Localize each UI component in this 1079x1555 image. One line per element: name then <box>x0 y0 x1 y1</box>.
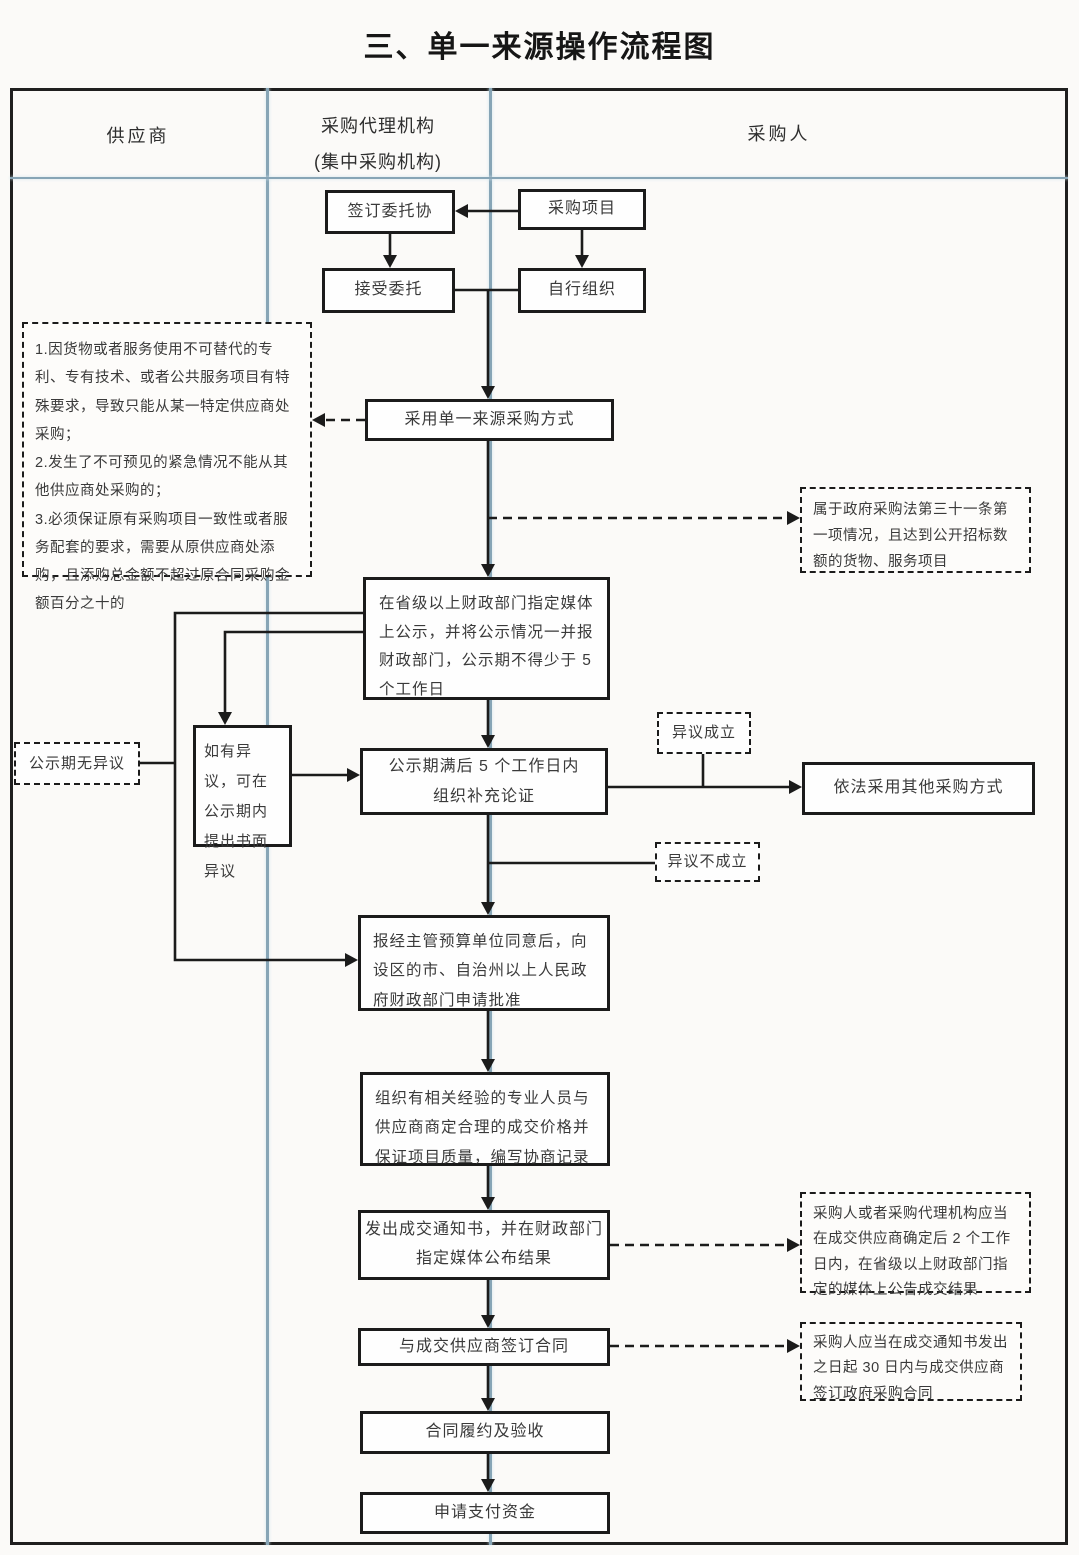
node-perform-acceptance: 合同履约及验收 <box>360 1411 610 1454</box>
node-other-method-label: 依法采用其他采购方式 <box>833 779 1004 797</box>
node-objection-valid: 异议成立 <box>657 712 751 754</box>
reason-item-2: 2.发生了不可预见的紧急情况不能从其他供应商处采购的； <box>35 455 289 500</box>
node-adopt-single-source-label: 采用单一来源采购方式 <box>404 410 575 428</box>
node-other-method: 依法采用其他采购方式 <box>802 762 1035 815</box>
node-adopt-single-source: 采用单一来源采购方式 <box>365 399 614 441</box>
lane-header-agency-line1: 采购代理机构 <box>321 116 435 136</box>
node-objection-invalid-label: 异议不成立 <box>667 853 748 871</box>
notice-line2: 指定媒体公布结果 <box>415 1250 552 1267</box>
lane-header-agency-line2: (集中采购机构) <box>314 152 442 172</box>
node-sign-contract: 与成交供应商签订合同 <box>358 1328 610 1366</box>
hearing-line2: 组织补充论证 <box>432 787 535 805</box>
note-single-source-reasons: 1.因货物或者服务使用不可替代的专利、专有技术、或者公共服务项目有特殊要求，导致… <box>22 322 312 612</box>
node-perform-acceptance-label: 合同履约及验收 <box>425 1423 545 1441</box>
node-payment-request-label: 申请支付资金 <box>433 1503 536 1521</box>
note-announce-result: 采购人或者采购代理机构应当在成交供应商确定后 2 个工作日内，在省级以上财政部门… <box>800 1192 1031 1298</box>
node-no-objection-label: 公示期无异议 <box>28 754 125 772</box>
lane-divider-right <box>489 88 492 1545</box>
node-accept-entrust-label: 接受委托 <box>354 281 423 299</box>
node-supplementary-hearing-label: 公示期满后 5 个工作日内 组织补充论证 <box>389 752 580 811</box>
node-no-objection: 公示期无异议 <box>14 742 140 785</box>
node-self-organize-label: 自行组织 <box>547 281 616 299</box>
node-sign-agreement: 签订委托协 <box>325 190 455 234</box>
lane-header-separator <box>10 177 1068 179</box>
lane-header-supplier: 供应商 <box>106 126 170 146</box>
node-supplementary-hearing: 公示期满后 5 个工作日内 组织补充论证 <box>360 748 608 815</box>
hearing-line1: 公示期满后 5 个工作日内 <box>388 757 580 775</box>
lane-header-purchaser: 采购人 <box>747 124 811 144</box>
node-award-notice: 发出成交通知书，并在财政部门 指定媒体公布结果 <box>358 1210 610 1280</box>
node-approval: 报经主管预算单位同意后，向设区的市、自治州以上人民政府财政部门申请批准 <box>358 915 610 1011</box>
reason-item-3: 3.必须保证原有采购项目一致性或者服务配套的要求，需要从原供应商处添购，且添购总… <box>35 511 290 613</box>
node-procurement-project: 采购项目 <box>518 189 646 230</box>
node-self-organize: 自行组织 <box>518 268 646 313</box>
lane-header-agency: 采购代理机构 (集中采购机构) <box>267 108 489 180</box>
notice-line1: 发出成交通知书，并在财政部门 <box>364 1221 603 1239</box>
node-award-notice-label: 发出成交通知书，并在财政部门 指定媒体公布结果 <box>365 1216 603 1274</box>
node-negotiate: 组织有相关经验的专业人员与供应商商定合理的成交价格并保证项目质量，编写协商记录 <box>360 1072 610 1166</box>
flowchart-frame <box>10 88 1068 1545</box>
node-objection-valid-label: 异议成立 <box>671 724 736 742</box>
node-publicity: 在省级以上财政部门指定媒体上公示，并将公示情况一并报财政部门，公示期不得少于 5… <box>363 577 610 700</box>
node-sign-contract-label: 与成交供应商签订合同 <box>398 1337 569 1355</box>
page-title: 三、单一来源操作流程图 <box>363 31 716 64</box>
note-law-article-31: 属于政府采购法第三十一条第一项情况，且达到公开招标数额的货物、服务项目 <box>800 487 1031 573</box>
node-sign-agreement-label: 签订委托协 <box>347 202 433 220</box>
node-objection: 如有异议，可在公示期内提出书面异议 <box>193 725 292 880</box>
node-payment-request: 申请支付资金 <box>360 1492 610 1534</box>
node-procurement-project-label: 采购项目 <box>547 200 616 218</box>
note-sign-deadline: 采购人应当在成交通知书发出之日起 30 日内与成交供应商签订政府采购合同 <box>800 1322 1022 1402</box>
node-objection-invalid: 异议不成立 <box>655 842 760 882</box>
reason-item-1: 1.因货物或者服务使用不可替代的专利、专有技术、或者公共服务项目有特殊要求，导致… <box>35 342 290 443</box>
node-accept-entrust: 接受委托 <box>322 268 455 313</box>
